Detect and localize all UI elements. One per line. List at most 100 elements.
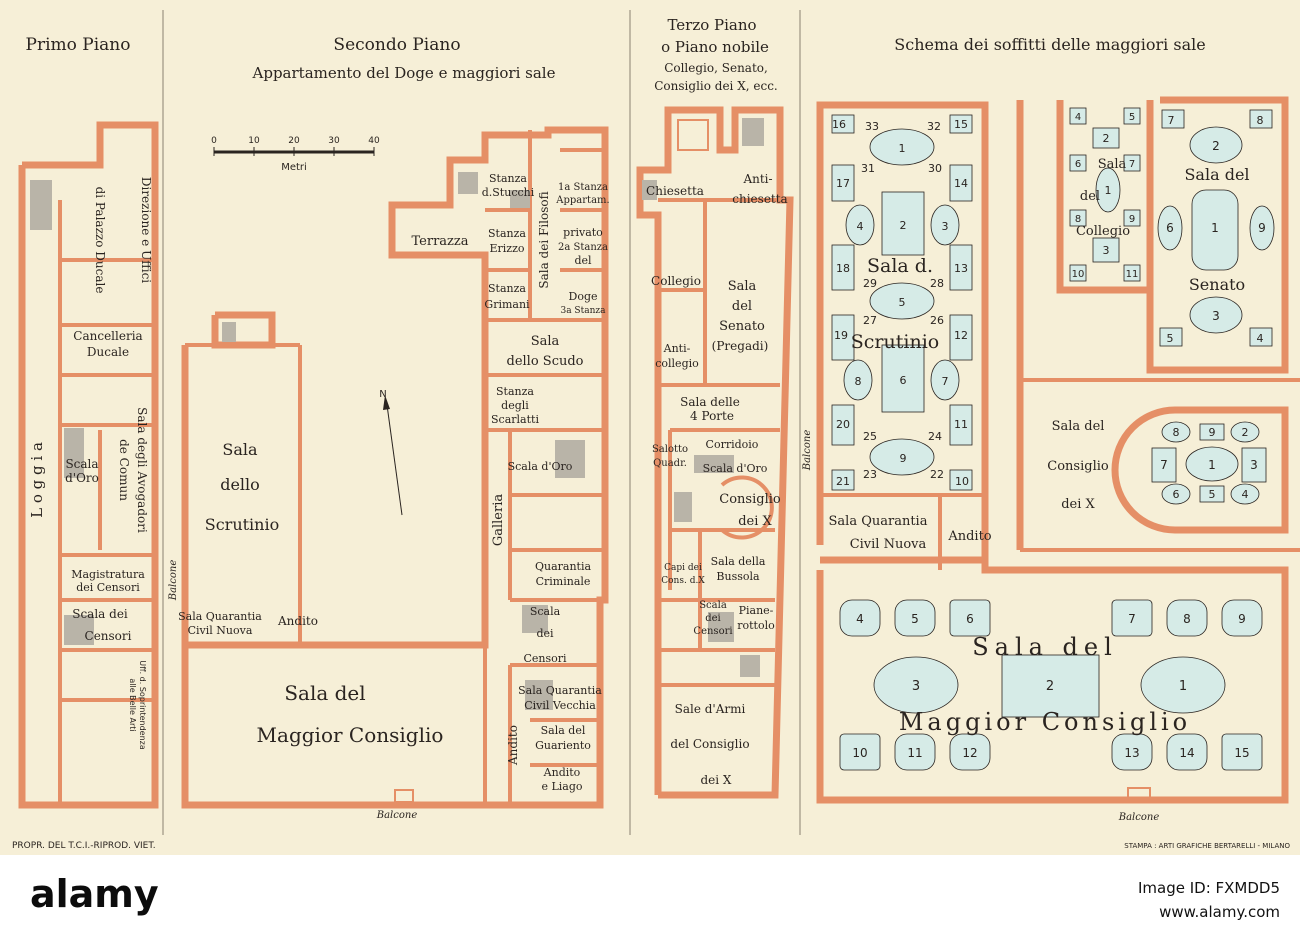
brand-image-id: Image ID: FXMDD5 (1138, 879, 1280, 897)
ceiling-num: 4 (1257, 332, 1264, 345)
ceiling-num: 3 (942, 220, 949, 233)
label-guariento-1: Sala del (541, 724, 586, 737)
label-sc-censori-3: Censori (523, 652, 567, 665)
label-scarlatti-3: Scarlatti (491, 413, 539, 426)
ceiling-num: 22 (930, 468, 944, 481)
label-t-censori-2: dei (705, 613, 721, 624)
ceiling-scrutinio: 16 33 32 15 1 17 31 30 14 4 2 3 18 13 29… (831, 114, 973, 491)
label-cancelleria-1: Cancelleria (73, 329, 142, 343)
ceiling-num: 4 (1242, 488, 1249, 501)
scale-tick-30: 30 (328, 136, 340, 146)
ceiling-num: 20 (836, 418, 850, 431)
ceiling-num: 8 (855, 375, 862, 388)
map-sheet: .wall{fill:none;stroke:#e58f66;stroke-wi… (0, 0, 1300, 855)
scale-unit: Metri (281, 162, 307, 173)
ceiling-num: 1 (1211, 221, 1219, 235)
room-maggior-consiglio: Sala del Maggior Consiglio (257, 681, 444, 747)
ceiling-num: 4 (1075, 112, 1081, 123)
label-senato-t-1: Sala (728, 279, 757, 294)
ceiling-num: 1 (1105, 184, 1112, 197)
label-liago-2: e Liago (541, 780, 582, 793)
label-sc-cx-2: Consiglio (1047, 459, 1109, 474)
label-erizzo-1: Stanza (488, 227, 526, 240)
label-capi-1: Capi dei (664, 563, 702, 573)
label-capi-2: Cons. d.X (661, 576, 705, 586)
ceiling-num: 4 (856, 612, 864, 626)
ceiling-num: 7 (942, 375, 949, 388)
footer-right: STAMPA : ARTI GRAFICHE BERTARELLI - MILA… (1124, 842, 1290, 850)
ceiling-num: 15 (1234, 746, 1249, 760)
ceiling-num: 21 (836, 475, 850, 488)
room-sala-scrutinio: Sala dello Scrutinio (205, 440, 279, 534)
primo-piano-title: Primo Piano (26, 35, 131, 55)
ceiling-num: 7 (1129, 159, 1135, 170)
ceiling-num: 28 (930, 277, 944, 290)
footer-left: PROPR. DEL T.C.I.-RIPROD. VIET. (12, 841, 156, 851)
label-terrazza: Terrazza (412, 234, 469, 249)
ceiling-num: 14 (1179, 746, 1194, 760)
ceiling-num: 12 (954, 329, 968, 342)
label-sc-balcone-bottom: Balcone (1118, 812, 1160, 823)
ceiling-num: 25 (863, 430, 877, 443)
ceiling-num: 13 (1124, 746, 1139, 760)
label-pianerottolo-2: rottolo (737, 619, 775, 632)
ceiling-collegio: 4 5 2 6 1 7 8 9 3 10 11 Sala del Collegi… (1069, 107, 1141, 282)
label-appartam-4: 2a Stanza (558, 242, 608, 253)
label-salotto-1: Salotto (652, 444, 688, 455)
secondo-piano-title: Secondo Piano (333, 35, 460, 55)
ceiling-num: 31 (861, 162, 875, 175)
ceiling-num: 10 (955, 475, 969, 488)
scale-tick-20: 20 (288, 136, 300, 146)
ceiling-num: 5 (1209, 488, 1216, 501)
label-armi-2: del Consiglio (670, 737, 749, 751)
label-andito-left: Andito (277, 614, 318, 628)
label-consiglio-x-2: dei X (738, 514, 772, 529)
ceiling-num: 6 (1075, 159, 1081, 170)
ceiling-num: 2 (1242, 426, 1249, 439)
label-magistratura-1: Magistratura (71, 568, 145, 581)
ceiling-num: 3 (1212, 309, 1220, 323)
label-appartam-2: Appartam. (555, 195, 609, 206)
label-balcone-bottom: Balcone (376, 810, 418, 821)
schema-title: Schema dei soffitti delle maggiori sale (894, 35, 1205, 54)
label-grimani-2: Grimani (484, 298, 530, 311)
label-sc-collegio-2: del (1080, 189, 1100, 204)
label-sc-andito: Andito (947, 529, 991, 544)
ceiling-num: 1 (1179, 679, 1187, 694)
label-4porte-1: Sala delle (680, 395, 740, 409)
ceiling-num: 13 (954, 262, 968, 275)
label-uff-soprintendenza: Uff. d. Soprintendenza (138, 660, 147, 750)
label-belle-arti: alle Belle Arti (128, 678, 137, 731)
north-arrow: N (379, 389, 403, 516)
label-scrutinio-1: Sala (222, 440, 258, 459)
label-armi-3: dei X (701, 773, 732, 787)
ceiling-num: 8 (1075, 214, 1081, 225)
north-label: N (379, 389, 386, 400)
label-armi-1: Sale d'Armi (675, 702, 746, 716)
label-sc-censori-2: dei (536, 627, 554, 640)
label-sc-senato-1: Sala del (1184, 165, 1249, 184)
ceiling-num: 5 (1129, 112, 1135, 123)
label-t-censori-1: Scala (699, 600, 727, 611)
secondo-piano-subtitle: Appartamento del Doge e maggiori sale (252, 64, 556, 82)
terzo-title-3: Collegio, Senato, (664, 61, 768, 75)
label-scudo-1: Sala (531, 334, 560, 349)
scale-tick-10: 10 (248, 136, 260, 146)
panel-dividers (162, 10, 801, 835)
ceiling-num: 1 (1208, 458, 1216, 472)
label-maggior-2: Maggior Consiglio (257, 723, 444, 747)
label-sc-quarantia-1: Sala Quarantia (829, 514, 928, 529)
label-grimani-1: Stanza (488, 282, 526, 295)
label-bussola-1: Sala della (711, 555, 766, 568)
ceiling-num: 5 (899, 296, 906, 309)
ceiling-num: 8 (1257, 114, 1264, 127)
ceiling-num: 2 (1046, 679, 1054, 694)
label-antichiesetta-1: Anti- (742, 172, 772, 186)
label-senato-t-3: Senato (719, 319, 765, 334)
label-appartam-7: 3a Stanza (560, 306, 606, 316)
ceiling-num: 16 (832, 118, 846, 131)
label-sala-avogadori: Sala degli Avogadori (135, 407, 149, 533)
label-salotto-2: Quadr. (653, 458, 687, 469)
label-appartam-1: 1a Stanza (558, 182, 608, 193)
label-loggia: L o g g i a (28, 442, 46, 518)
